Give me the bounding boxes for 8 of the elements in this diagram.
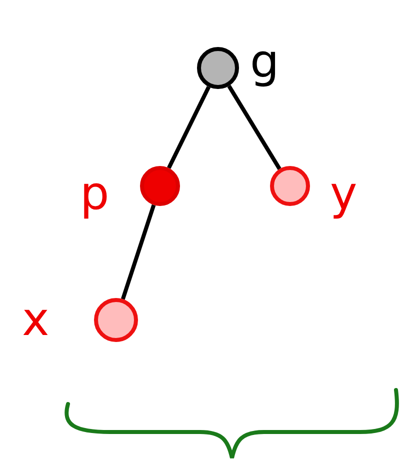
tree-edge <box>120 204 156 300</box>
node-label: x <box>22 296 50 342</box>
tree-node-circle <box>94 298 138 342</box>
tree-node-circle <box>270 166 310 206</box>
tree-edge <box>227 84 282 170</box>
tree-edge <box>167 86 211 169</box>
tree-node-circle <box>197 47 239 89</box>
tree-node-circle <box>140 166 180 206</box>
